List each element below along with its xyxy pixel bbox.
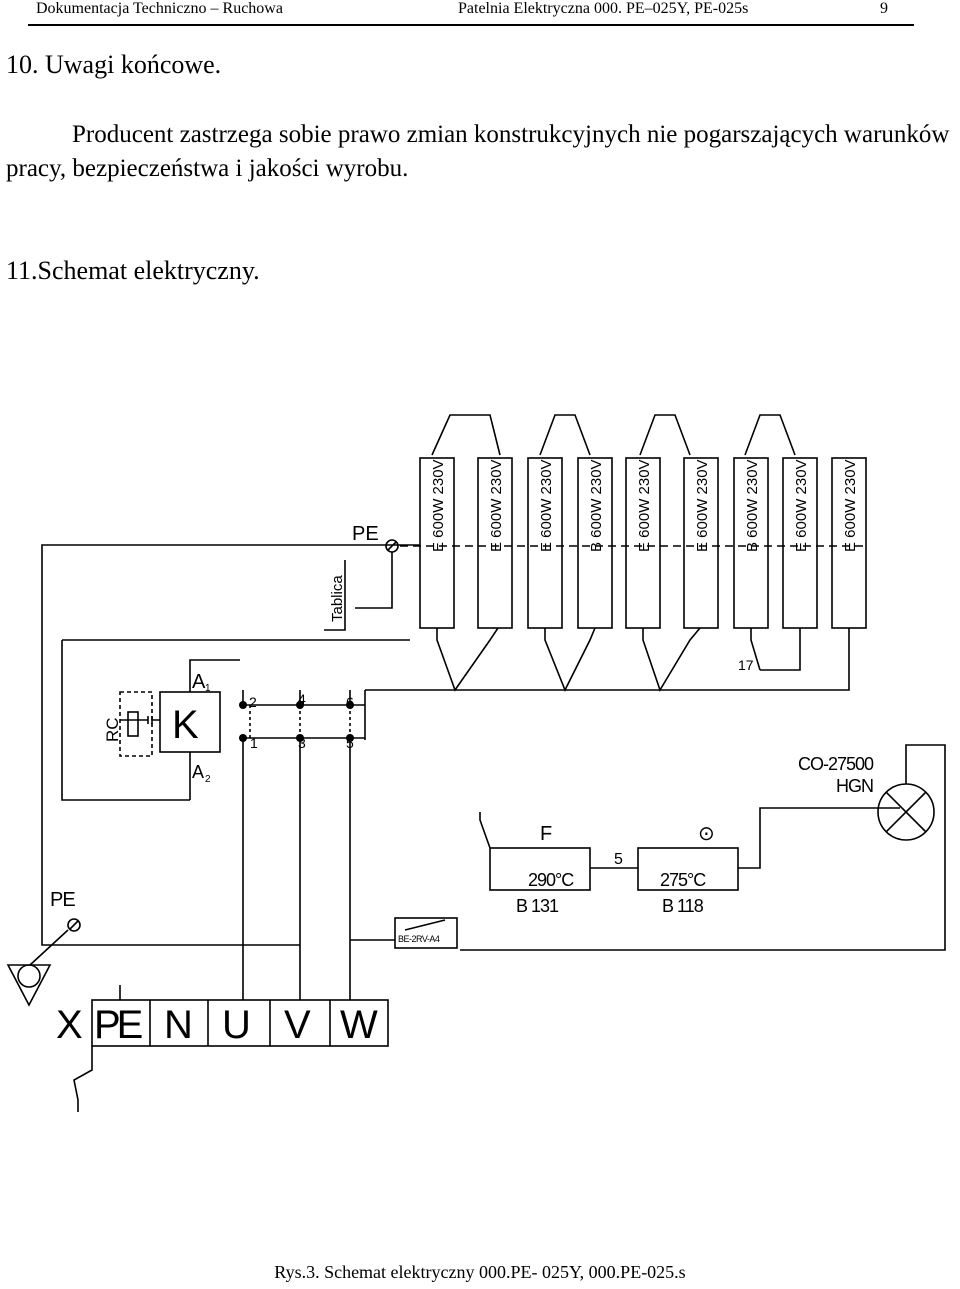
label-17: 17 xyxy=(738,657,754,673)
lamp-color: HGN xyxy=(836,776,873,796)
heater-label: E 600W 230V xyxy=(430,459,447,552)
section-10-body: Producent zastrzega sobie prawo zmian ko… xyxy=(6,121,950,182)
t-code: B 118 xyxy=(662,896,704,916)
a1-label: A xyxy=(192,671,206,693)
contact-dot xyxy=(296,734,304,742)
heater-label: E 600W 230V xyxy=(636,459,653,552)
terminal-u: U xyxy=(222,1003,249,1047)
t-temp: 275°C xyxy=(660,870,706,890)
section-11-title: 11.Schemat elektryczny. xyxy=(6,256,260,285)
terminal-w: W xyxy=(340,1003,378,1047)
contact-top-4: 4 xyxy=(298,691,306,707)
tablica-label: Tablica xyxy=(329,575,346,622)
heater-label: E 600W 230V xyxy=(842,459,859,552)
rc-label: RC xyxy=(103,717,122,742)
heater-labels: E 600W 230V E 600W 230V E 600W 230V B 600W … xyxy=(430,459,859,552)
figure-caption: Rys.3. Schemat elektryczny 000.PE- 025Y,… xyxy=(274,1262,686,1282)
f-temp: 290°C xyxy=(528,870,574,890)
a2-label: A xyxy=(192,762,204,782)
terminal-v: V xyxy=(284,1003,311,1047)
pe-top-label: PE xyxy=(352,523,379,545)
contact-dot xyxy=(239,701,247,709)
heater-label: E 600W 230V xyxy=(793,459,810,552)
heater-label: E 600W 230V xyxy=(488,459,505,552)
fuse-f-label: F xyxy=(540,823,552,845)
product-name: Patelnia Elektryczna 000. PE–025Y, PE-02… xyxy=(458,0,749,17)
label-5: 5 xyxy=(614,851,623,868)
f-code: B 131 xyxy=(516,896,559,916)
contact-top-6: 6 xyxy=(346,694,354,710)
doc-title: Dokumentacja Techniczno – Ruchowa xyxy=(36,0,283,17)
terminal-x: X xyxy=(56,1003,82,1047)
thermostat-icon: ⊙ xyxy=(698,823,715,845)
contactor-k: K xyxy=(172,703,199,747)
contact-dot xyxy=(346,701,354,709)
contact-dot xyxy=(346,734,354,742)
contact-bottom-3: 3 xyxy=(298,735,306,751)
terminal-pe: PE xyxy=(94,1003,142,1047)
a1-sub: 1 xyxy=(205,683,211,694)
switch-code: BE-2RV-A4 xyxy=(398,934,440,944)
heater-label: E 600W 230V xyxy=(538,459,555,552)
contact-bottom-1: 1 xyxy=(250,735,258,751)
contact-dot xyxy=(239,734,247,742)
contact-dot xyxy=(296,701,304,709)
terminal-n: N xyxy=(164,1003,191,1047)
page-number: 9 xyxy=(880,0,888,17)
a2-sub: 2 xyxy=(205,774,211,785)
page-header: Dokumentacja Techniczno – Ruchowa Pateln… xyxy=(28,0,914,26)
lamp-code: CO-27500 xyxy=(798,754,874,774)
heater-label: E 600W 230V xyxy=(694,459,711,552)
heater-label: B 600W 230V xyxy=(744,459,761,552)
pe-bottom-label: PE xyxy=(50,889,75,911)
section-10-title: 10. Uwagi końcowe. xyxy=(6,50,222,79)
contact-top-2: 2 xyxy=(249,694,257,710)
heater-label: B 600W 230V xyxy=(588,459,605,552)
contact-bottom-5: 5 xyxy=(346,735,354,751)
